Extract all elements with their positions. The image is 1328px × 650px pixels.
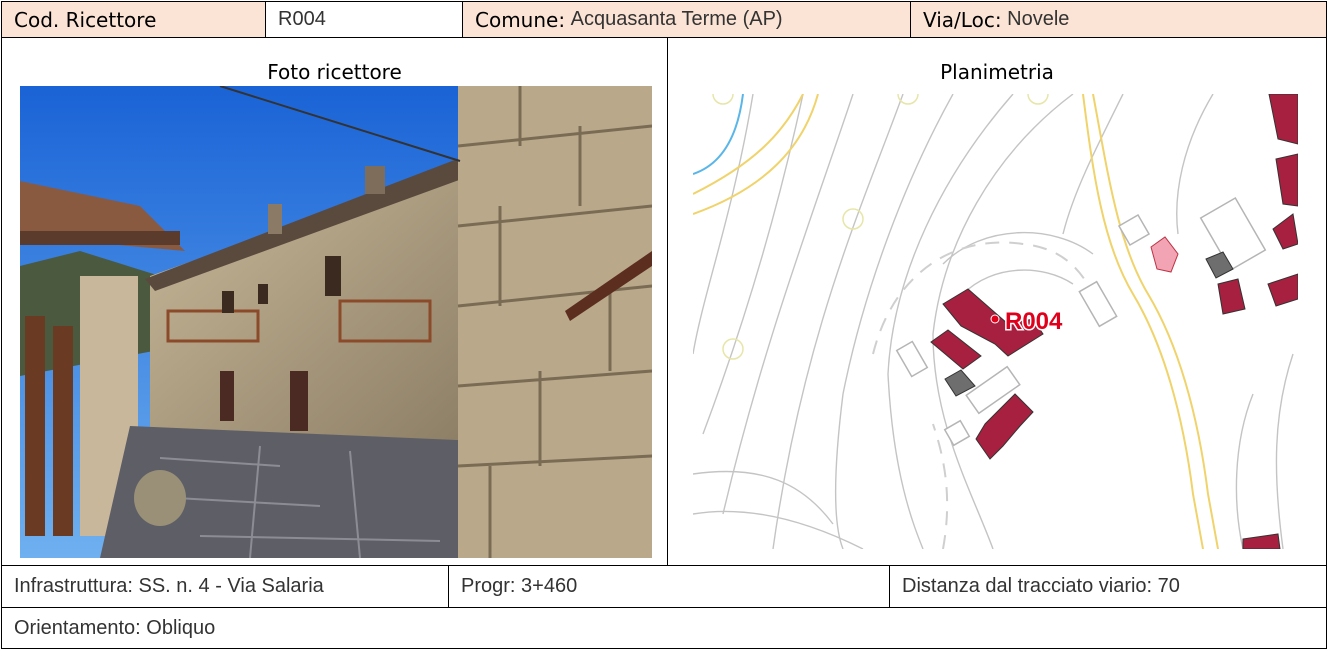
site-map: R004 [693, 94, 1298, 549]
footer-distanza-cell: Distanza dal tracciato viario: 70 [889, 565, 1327, 608]
receptor-photo [20, 86, 652, 558]
via-loc-label: Via/Loc: [923, 7, 1002, 32]
header-cod-cell: Cod. Ricettore [1, 1, 266, 38]
infrastruttura-text: Infrastruttura: SS. n. 4 - Via Salaria [14, 575, 324, 597]
cod-ricettore-label: Cod. Ricettore [14, 7, 157, 32]
cod-ricettore-value: R004 [278, 8, 326, 30]
comune-value: Acquasanta Terme (AP) [570, 8, 783, 30]
orientamento-text: Orientamento: Obliquo [14, 616, 216, 639]
header-comune-cell: Comune: Acquasanta Terme (AP) [462, 1, 911, 38]
footer-progr-cell: Progr: 3+460 [448, 565, 890, 608]
footer-orientamento-cell: Orientamento: Obliquo [1, 607, 1327, 649]
map-title: Planimetria [940, 60, 1054, 84]
receptor-map-label: R004 [1005, 308, 1063, 335]
via-loc-value: Novele [1007, 8, 1070, 30]
header-via-cell: Via/Loc: Novele [910, 1, 1327, 38]
photo-title: Foto ricettore [267, 60, 402, 84]
comune-label: Comune: [475, 7, 566, 32]
distanza-text: Distanza dal tracciato viario: 70 [902, 575, 1180, 597]
footer-infra-cell: Infrastruttura: SS. n. 4 - Via Salaria [1, 565, 449, 608]
progr-text: Progr: 3+460 [461, 575, 578, 597]
header-cod-value-cell: R004 [265, 1, 463, 38]
